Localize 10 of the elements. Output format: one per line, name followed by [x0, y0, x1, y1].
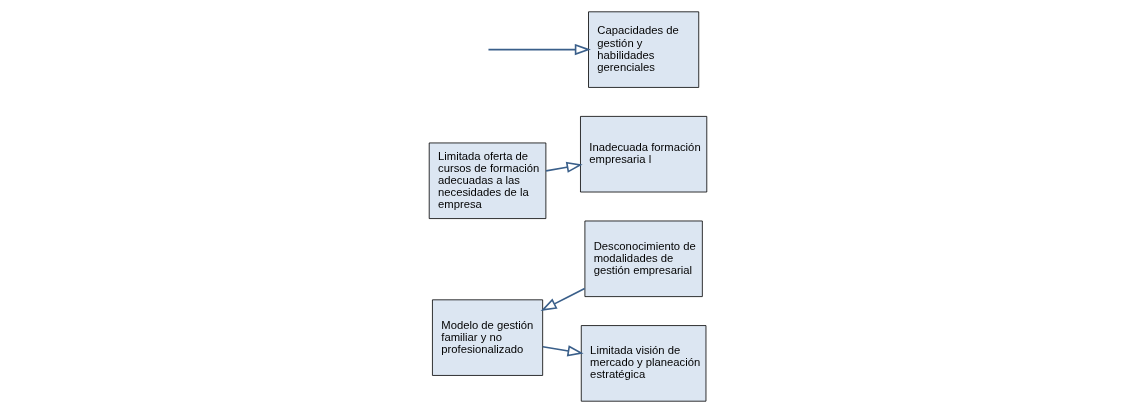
arrow: [487, 43, 591, 56]
node-box: Capacidades de gestión y habilidades gerenciales: [587, 11, 699, 88]
node-box: Modelo de gestión familiar y no profesionalizado: [431, 299, 543, 376]
arrow: [541, 345, 584, 357]
arrow: [540, 287, 585, 311]
node-box: Limitada oferta de cursos de formación adecuadas a las necesidades de la empresa: [428, 142, 546, 219]
node-box: Desconocimiento de modalidades de gestión empresarial: [584, 220, 703, 297]
node-box: Limitada visión de mercado y planeación estratégica: [580, 325, 706, 402]
node-box: Inadecuada formación empresaria l: [579, 116, 707, 193]
arrow: [544, 161, 583, 173]
